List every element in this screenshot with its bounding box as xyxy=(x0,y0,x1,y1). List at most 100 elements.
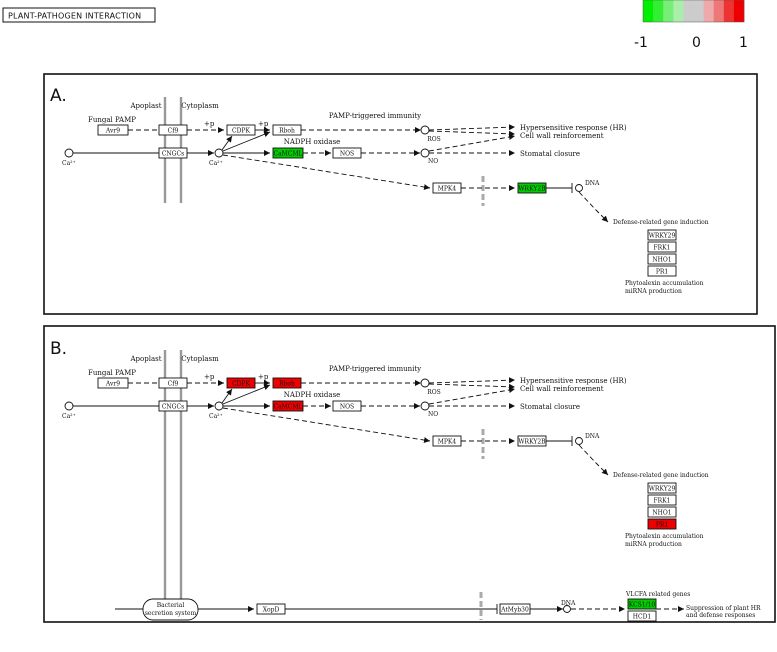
pti-label: PAMP-triggered immunity xyxy=(329,365,421,373)
gene-cf9[interactable]: Cf9 xyxy=(158,377,188,389)
pathway-title: PLANT-PATHOGEN INTERACTION xyxy=(2,7,156,23)
gene-nho1-box xyxy=(647,506,677,518)
fungal-pamp-label: Fungal PAMP xyxy=(88,369,136,377)
nadph-oxidase-label: NADPH oxidase xyxy=(284,391,341,399)
bacterial-label: Bacterial xyxy=(157,602,185,609)
stomatal-closure-label: Stomatal closure xyxy=(520,150,580,158)
gene-cdpk[interactable]: CDPK xyxy=(226,377,256,389)
gene-camcml[interactable]: CaMCML xyxy=(272,400,304,412)
gene-cf9[interactable]: Cf9 xyxy=(158,124,188,136)
gene-mpk4[interactable]: MPK4 xyxy=(432,435,462,447)
gene-wrky29[interactable]: WRKY29 xyxy=(647,482,677,494)
gene-kcs1[interactable]: KCS1/10 xyxy=(627,598,657,610)
gene-pr1-label: PR1 xyxy=(656,521,668,528)
dna-node-b xyxy=(563,605,571,613)
edge xyxy=(221,135,233,151)
gene-frk1-box xyxy=(647,494,677,506)
gene-cdpk-label: CDPK xyxy=(232,127,250,134)
phytoalexin-label: Phytoalexin accumulation xyxy=(625,280,704,287)
dna-label: DNA xyxy=(585,180,600,187)
gene-wrky2b[interactable]: WRKY2B xyxy=(517,182,547,194)
scale-max-label: 1 xyxy=(739,35,748,51)
gene-cngcs[interactable]: CNGCs xyxy=(158,147,188,159)
gene-cdpk-label: CDPK xyxy=(232,380,250,387)
gene-wrky29-box xyxy=(647,482,677,494)
gene-wrky29-label: WRKY29 xyxy=(649,232,676,239)
phosphorylation-label: +p xyxy=(204,120,215,128)
gene-rboh-label: Rboh xyxy=(279,127,295,134)
scale-cell xyxy=(713,0,725,22)
gene-cngcs[interactable]: CNGCs xyxy=(158,400,188,412)
gene-wrky29-label: WRKY29 xyxy=(649,485,676,492)
gene-frk1[interactable]: FRK1 xyxy=(647,494,677,506)
gene-frk1-label: FRK1 xyxy=(654,244,671,251)
gene-rboh[interactable]: Rboh xyxy=(272,124,302,136)
ca-extracellular-node xyxy=(64,401,74,411)
gene-frk1[interactable]: FRK1 xyxy=(647,241,677,253)
scale-cell xyxy=(733,0,745,22)
apoplast-label: Apoplast xyxy=(129,102,161,110)
phosphorylation-label: +p xyxy=(258,120,269,128)
scale-cell xyxy=(683,0,694,22)
scale-cell xyxy=(663,0,674,22)
gene-nho1[interactable]: NHO1 xyxy=(647,253,677,265)
gene-wrky2b-label: WRKY2B xyxy=(518,438,546,445)
gene-camcml-label: CaMCML xyxy=(273,403,302,410)
gene-camcml-label: CaMCML xyxy=(273,150,302,157)
gene-pr1[interactable]: PR1 xyxy=(647,265,677,277)
dna-node xyxy=(575,184,583,192)
panel-a-frame xyxy=(43,73,758,315)
gene-nos-label: NOS xyxy=(340,150,354,157)
gene-hcd1-label: HCD1 xyxy=(633,613,651,620)
pathway-title-text: PLANT-PATHOGEN INTERACTION xyxy=(8,12,141,21)
panel-b-frame xyxy=(43,325,776,623)
gene-mpk4[interactable]: MPK4 xyxy=(432,182,462,194)
gene-rboh[interactable]: Rboh xyxy=(272,377,302,389)
gene-camcml[interactable]: CaMCML xyxy=(272,147,304,159)
edge xyxy=(428,130,516,137)
ros-node xyxy=(420,125,430,135)
edge xyxy=(428,134,516,152)
gene-cdpk[interactable]: CDPK xyxy=(226,124,256,136)
gene-nos[interactable]: NOS xyxy=(332,147,362,159)
ca-extracellular-label: Ca²⁺ xyxy=(62,160,76,167)
edge xyxy=(222,131,271,152)
gene-avr9[interactable]: Avr9 xyxy=(97,377,129,389)
gene-nos-label: NOS xyxy=(340,403,354,410)
gene-avr9-label: Avr9 xyxy=(105,127,120,134)
scale-cell xyxy=(673,0,684,22)
vlcfa-genes-label: VLCFA related genes xyxy=(625,591,690,598)
gene-atmyb30-label: AtMyb30 xyxy=(500,606,529,613)
gene-xopd[interactable]: XopD xyxy=(256,603,286,615)
gene-wrky29-box xyxy=(647,229,677,241)
scale-cell xyxy=(693,0,704,22)
no-node xyxy=(420,148,430,158)
panel-letter: A. xyxy=(50,86,67,106)
edge xyxy=(578,444,609,476)
gene-hcd1[interactable]: HCD1 xyxy=(627,610,657,622)
gene-pr1-box xyxy=(647,518,677,530)
gene-wrky2b[interactable]: WRKY2B xyxy=(517,435,547,447)
dna-label-b: DNA xyxy=(561,600,576,607)
gene-atmyb30[interactable]: AtMyb30 xyxy=(499,603,531,615)
hr-label: Hypersensitive response (HR) xyxy=(520,124,627,132)
gene-mpk4-label: MPK4 xyxy=(438,438,457,445)
edge xyxy=(221,388,233,404)
hr-label: Hypersensitive response (HR) xyxy=(520,377,627,385)
gene-hcd1-box xyxy=(627,610,657,622)
edge xyxy=(222,407,431,444)
ca-extracellular-label: Ca²⁺ xyxy=(62,413,76,420)
edge xyxy=(428,124,516,131)
gene-nho1-box xyxy=(647,253,677,265)
edge xyxy=(222,384,271,405)
scale-cell xyxy=(653,0,664,22)
gene-avr9-label: Avr9 xyxy=(105,380,120,387)
gene-nos[interactable]: NOS xyxy=(332,400,362,412)
gene-avr9[interactable]: Avr9 xyxy=(97,124,129,136)
gene-pr1[interactable]: PR1 xyxy=(647,518,677,530)
gene-nho1[interactable]: NHO1 xyxy=(647,506,677,518)
fungal-pamp-label: Fungal PAMP xyxy=(88,116,136,124)
gene-wrky29[interactable]: WRKY29 xyxy=(647,229,677,241)
